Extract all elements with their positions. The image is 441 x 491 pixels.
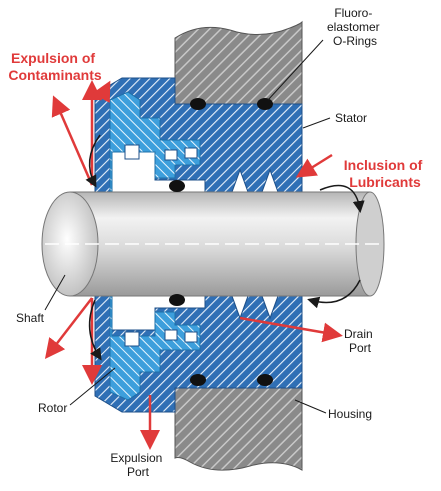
arrow-bottom-1	[44, 297, 93, 359]
o-ring-bottom-left	[190, 374, 206, 386]
label-housing: Housing	[328, 407, 372, 421]
arrow-lubricants	[295, 153, 333, 178]
label-expulsion-contaminants: Expulsion of Contaminants	[8, 50, 102, 83]
rotor-bottom-notch	[124, 331, 140, 347]
label-oring: Fluoro- elastomer O-Rings	[327, 6, 383, 48]
leader-rotor	[69, 367, 116, 406]
label-inclusion-lubricants: Inclusion of Lubricants	[344, 157, 426, 190]
rotation-arrow-left-bottom	[88, 299, 102, 361]
o-ring-top-shaft	[169, 180, 185, 192]
leader-shaft	[44, 274, 66, 311]
rotor-top-notch-2	[164, 149, 178, 161]
rotor-bottom-notch-3	[184, 331, 198, 343]
label-expulsion-port: Expulsion Port	[110, 451, 165, 479]
leader-housing	[294, 399, 327, 414]
rotation-arrow-left	[85, 134, 101, 188]
rotor-bottom-notch-2	[164, 329, 178, 341]
arrow-contaminants-1	[51, 95, 94, 186]
label-shaft: Shaft	[16, 311, 45, 325]
label-rotor: Rotor	[38, 401, 67, 415]
rotation-arrow-right-bottom	[307, 279, 361, 309]
shaft-body	[69, 191, 371, 297]
o-ring-bottom-shaft	[169, 294, 185, 306]
o-ring-top-left	[190, 98, 206, 110]
arrow-drain	[239, 316, 343, 343]
arrow-contaminants-3	[92, 80, 111, 103]
label-stator: Stator	[335, 111, 367, 125]
leader-stator	[302, 117, 331, 129]
rotor-top-notch-3	[184, 147, 198, 159]
o-ring-top-right	[257, 98, 273, 110]
leader-oring	[267, 39, 324, 101]
rotor-top-notch	[124, 144, 140, 160]
housing-top	[174, 20, 303, 105]
label-drain-port: Drain Port	[344, 327, 376, 355]
o-ring-bottom-right	[257, 374, 273, 386]
rotor-top	[109, 91, 201, 193]
rotation-arrow-right	[319, 184, 365, 213]
housing-bottom	[174, 387, 303, 471]
